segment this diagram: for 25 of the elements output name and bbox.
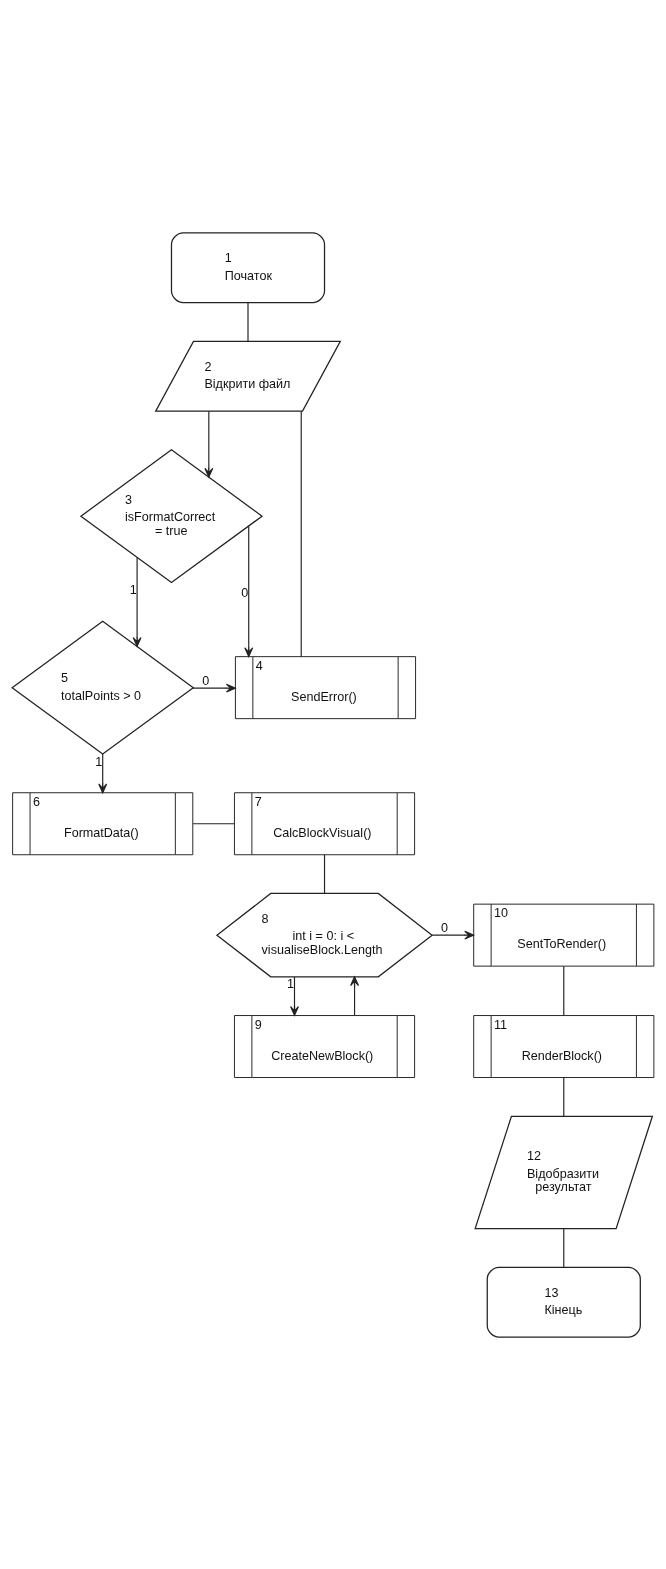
arrow — [204, 410, 214, 478]
edge-label: 1 — [129, 582, 137, 597]
arrow — [192, 683, 236, 693]
node-diamond: 3 isFormatCorrect = true — [79, 448, 264, 583]
arrow — [350, 975, 360, 1016]
connector — [563, 1076, 565, 1117]
connector — [563, 965, 565, 1016]
connector — [192, 822, 235, 824]
edge-label: 1 — [287, 976, 295, 991]
arrow — [290, 975, 299, 1016]
edge-label: 0 — [441, 920, 449, 935]
node-diamond: 5 totalPoints > 0 — [11, 620, 195, 755]
edge-label: 0 — [202, 673, 210, 688]
arrow — [431, 930, 475, 940]
edge-label: 1 — [95, 754, 103, 769]
connector — [300, 410, 302, 657]
connector — [323, 853, 326, 894]
arrow — [132, 556, 142, 647]
arrow — [98, 753, 108, 793]
arrow — [244, 525, 254, 657]
edge-label: 0 — [241, 585, 249, 600]
node-box: 1 Початок — [170, 231, 326, 303]
connector — [563, 1227, 565, 1268]
node-box: 13 Кінець — [486, 1266, 641, 1338]
connector — [247, 301, 249, 342]
